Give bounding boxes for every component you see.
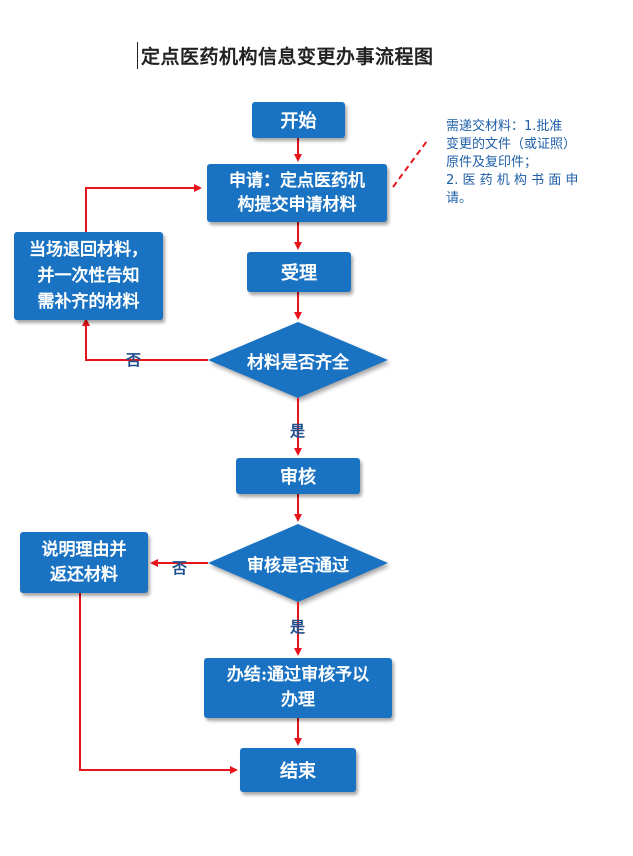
explain-node-line2: 返还材料: [50, 564, 118, 585]
accept-node: 受理: [247, 252, 351, 292]
note-dashed-connector: [392, 140, 428, 188]
return-node-line1: 当场退回材料，: [29, 240, 148, 260]
explain-node-line1: 说明理由并: [41, 539, 127, 560]
done-node-line1: 办结:通过审核予以: [226, 665, 370, 685]
decision-complete-text: 材料是否齐全: [247, 352, 349, 373]
label-no-complete: 否: [126, 351, 142, 369]
end-node: 结束: [240, 748, 356, 792]
start-node: 开始: [252, 102, 345, 138]
explain-return-node: 说明理由并 返还材料: [20, 532, 148, 593]
decision-diamond-complete: [208, 322, 388, 398]
decision-pass-text: 审核是否通过: [247, 555, 349, 576]
apply-node: 申请：定点医药机 构提交申请材料: [207, 164, 387, 222]
decision-diamond-pass: [208, 524, 388, 602]
page-title: 定点医药机构信息变更办事流程图: [137, 42, 434, 69]
note-line4: 2. 医 药 机 构 书 面 申: [446, 173, 579, 188]
note-line1: 需递交材料：1.批准: [446, 119, 563, 134]
arrow-explain-to-end: [79, 593, 238, 774]
note-line2: 变更的文件（或证照）: [446, 137, 577, 152]
note-line5: 请。: [446, 191, 473, 206]
done-node-line2: 办理: [281, 690, 315, 710]
arrow-return-to-apply: [85, 184, 202, 232]
label-yes-complete: 是: [290, 422, 306, 440]
return-node-line3: 需补齐的材料: [37, 292, 140, 312]
apply-node-line2: 构提交申请材料: [237, 195, 357, 215]
required-materials-note: 需递交材料：1.批准 变更的文件（或证照） 原件及复印件； 2. 医 药 机 构…: [446, 118, 604, 208]
return-materials-node: 当场退回材料， 并一次性告知 需补齐的材料: [14, 232, 163, 320]
done-node: 办结:通过审核予以 办理: [204, 658, 392, 718]
label-no-pass: 否: [172, 559, 188, 577]
return-node-line2: 并一次性告知: [37, 266, 140, 286]
arrow-no-to-return: [82, 318, 208, 361]
apply-node-line1: 申请：定点医药机: [229, 171, 365, 191]
label-yes-pass: 是: [290, 618, 306, 636]
note-line3: 原件及复印件；: [446, 155, 538, 170]
review-node: 审核: [236, 458, 360, 494]
